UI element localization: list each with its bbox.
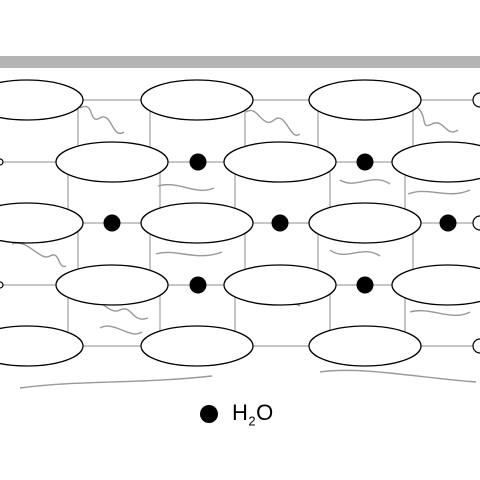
water-molecule [103, 214, 121, 232]
legend-subscript: 2 [248, 413, 257, 429]
disc-particle [0, 79, 84, 121]
top-gray-bar [0, 56, 480, 68]
disc-particle [140, 202, 254, 244]
disc-particle [308, 325, 422, 367]
polymer-chain [407, 189, 471, 195]
polymer-chain [157, 184, 215, 191]
disc-particle [391, 264, 480, 306]
edge-node [472, 215, 480, 231]
water-molecule [356, 276, 374, 294]
edge-node [472, 92, 480, 108]
edge-node [472, 338, 480, 354]
legend: H2O [200, 400, 274, 428]
disc-particle [55, 264, 169, 306]
disc-particles [0, 79, 480, 367]
polymer-chain [329, 249, 381, 257]
disc-particle [0, 202, 84, 244]
water-molecules [103, 153, 457, 294]
water-molecule-legend-icon [200, 405, 218, 423]
disc-particle [223, 141, 337, 183]
disc-particle [223, 264, 337, 306]
polymer-chain [417, 107, 459, 133]
edge-node [0, 281, 4, 289]
water-molecule [189, 276, 207, 294]
polymer-chain [19, 375, 213, 389]
polymer-chain [409, 310, 471, 317]
top-layer [0, 56, 480, 68]
disc-particle [308, 79, 422, 121]
legend-label: H2O [232, 400, 274, 428]
polymer-chain [319, 369, 477, 383]
disc-particle [55, 141, 169, 183]
polymer-chain [99, 325, 143, 335]
water-molecule [189, 153, 207, 171]
disc-particle [0, 325, 84, 367]
polymer-chains [11, 105, 477, 389]
disc-particle [140, 325, 254, 367]
disc-particle [391, 141, 480, 183]
disc-particle [308, 202, 422, 244]
water-molecule [271, 214, 289, 232]
legend-prefix: H [232, 399, 249, 425]
disc-particle [140, 79, 254, 121]
polymer-chain [245, 109, 301, 136]
polymer-chain [11, 242, 67, 268]
edge-node [0, 158, 4, 166]
water-molecule [356, 153, 374, 171]
water-molecule [439, 214, 457, 232]
polymer-chain [339, 179, 391, 185]
polymer-chain [155, 251, 223, 257]
polymer-chain [79, 105, 125, 135]
legend-suffix: O [256, 399, 274, 425]
